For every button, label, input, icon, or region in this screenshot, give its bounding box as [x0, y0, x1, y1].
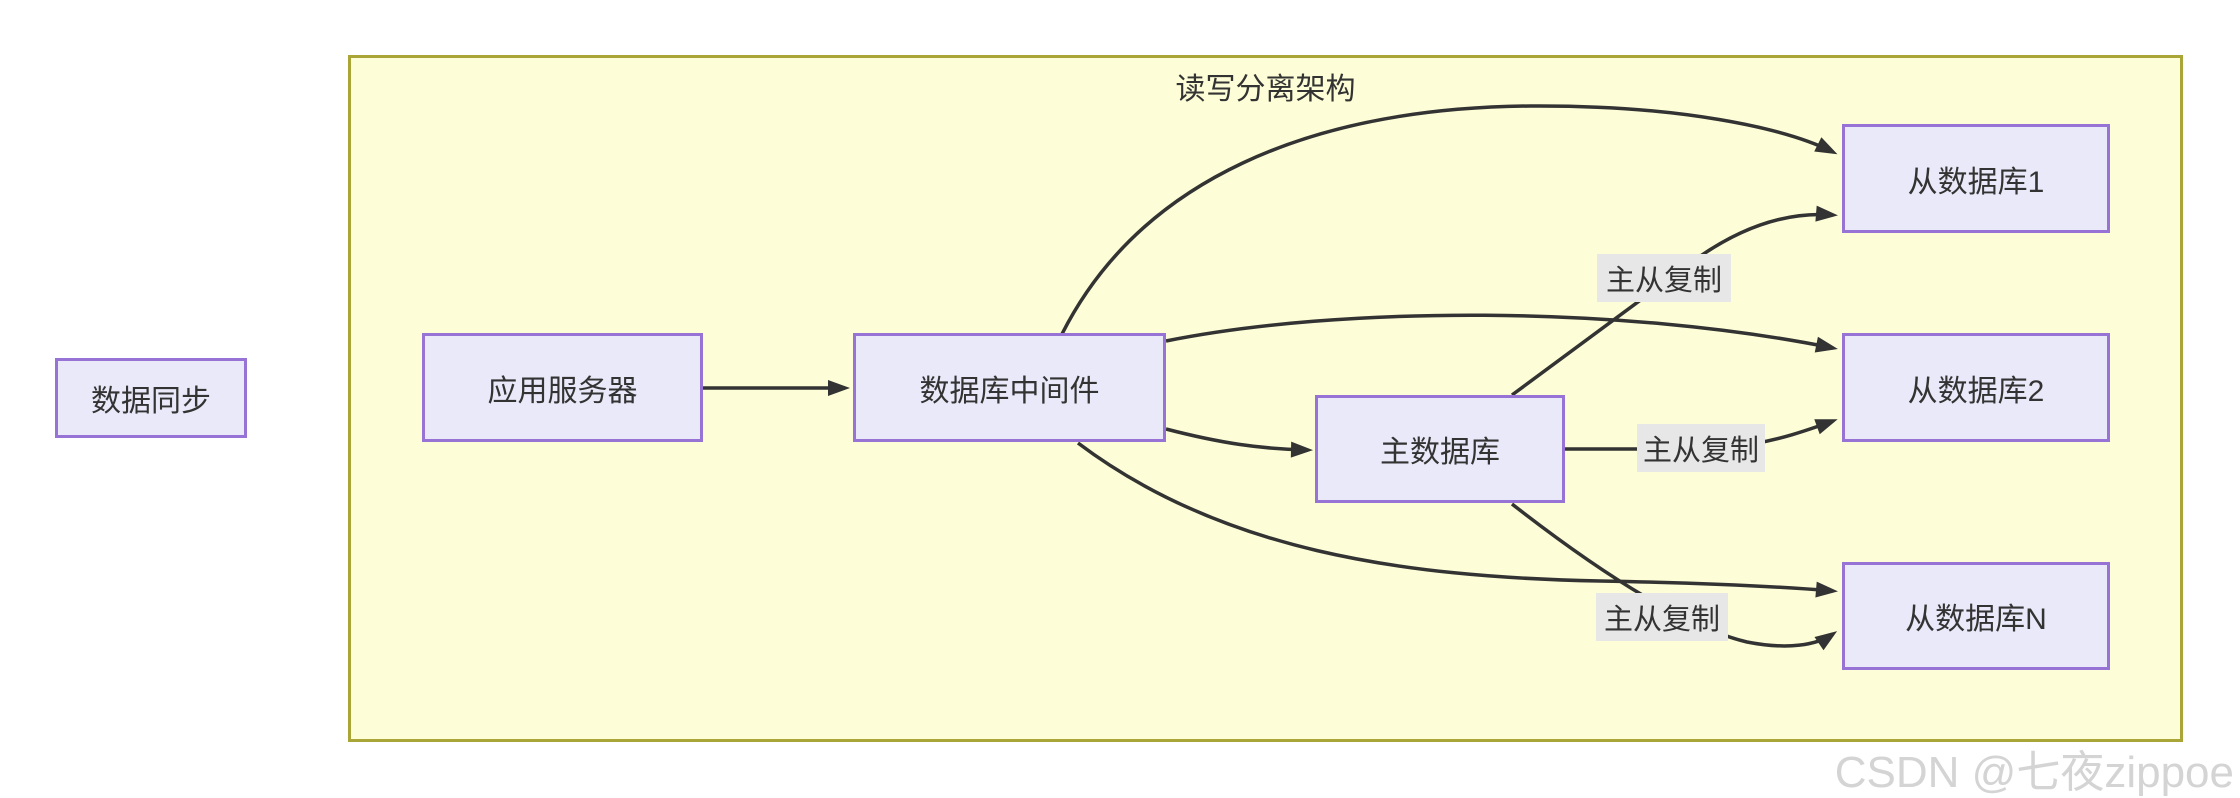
group-title: 读写分离架构: [1175, 73, 1356, 106]
watermark: CSDN @七夜zippoe: [1834, 748, 2234, 797]
edge-middleware-to-slave1: [1060, 104, 1838, 335]
edge-label-replication-1: 主从复制: [1597, 254, 1731, 302]
node-data-sync-label: 数据同步: [91, 385, 211, 418]
node-master-db-label: 主数据库: [1380, 436, 1500, 469]
edge-middleware-to-slave2: [1165, 313, 1838, 353]
node-master-db: 主数据库: [1315, 395, 1565, 503]
node-slave-db-1-label: 从数据库1: [1907, 165, 2045, 199]
edge-label-replication-2: 主从复制: [1637, 424, 1765, 472]
node-slave-db-2: 从数据库2: [1842, 333, 2110, 442]
node-slave-db-n: 从数据库N: [1842, 562, 2110, 670]
edge-middleware-to-master: [1165, 427, 1313, 458]
node-data-sync: 数据同步: [55, 358, 247, 438]
node-app-server: 应用服务器: [422, 333, 703, 442]
edge-label-replication-3: 主从复制: [1596, 593, 1728, 641]
node-slave-db-n-label: 从数据库N: [1905, 603, 2047, 636]
node-slave-db-2-label: 从数据库2: [1907, 374, 2045, 408]
edge-middleware-to-slaven: [1076, 441, 1838, 598]
node-db-middleware: 数据库中间件: [853, 333, 1166, 442]
edge-master-to-slave1: [1510, 205, 1838, 397]
node-app-server-label: 应用服务器: [487, 374, 638, 408]
node-slave-db-1: 从数据库1: [1842, 124, 2110, 233]
node-db-middleware-label: 数据库中间件: [919, 374, 1100, 408]
